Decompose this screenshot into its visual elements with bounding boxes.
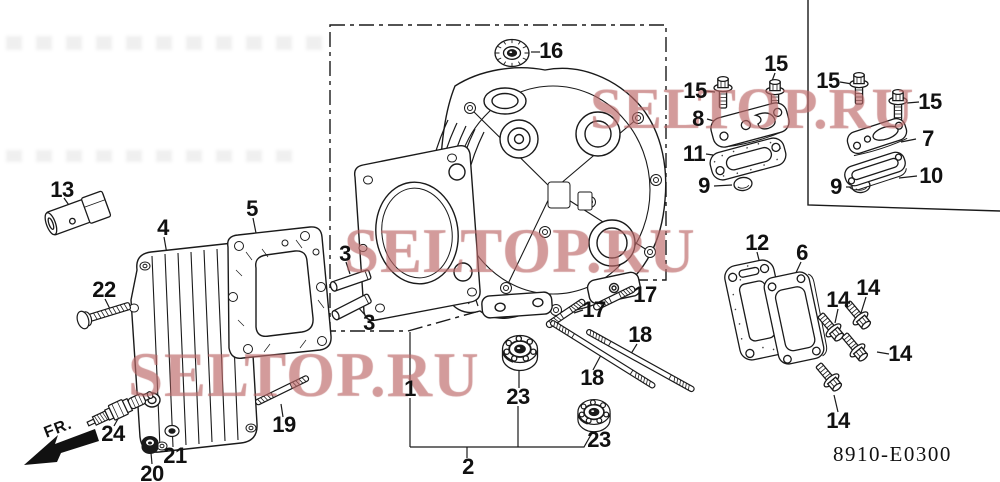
part-callout-23-a: 23 [506,384,530,409]
part-23-bearing-a [501,334,539,372]
part-5-head-gasket-drawing [227,226,332,359]
part-callout-15-a: 15 [683,78,707,103]
part-callout-24: 24 [101,421,125,446]
part-callout-16: 16 [539,38,563,63]
part-20-nut-drawing [141,436,159,454]
cylinder-barrel-drawing [353,67,667,322]
part-callout-11: 11 [682,141,706,166]
part-callout-23-b: 23 [587,427,611,452]
part-callout-22: 22 [92,277,116,302]
part-callout-21: 21 [163,443,187,468]
part-11-gasket-drawing [709,137,787,181]
part-callout-7: 7 [922,126,934,151]
part-callout-3-a: 3 [339,241,351,266]
part-callout-14-c: 14 [888,341,912,366]
part-13-tube-drawing [44,190,112,236]
sub-assembly-box [807,0,1000,212]
ghost-print-artifact [6,150,306,162]
part-callout-12: 12 [745,230,769,255]
part-callout-15-b: 15 [764,51,788,76]
part-callout-20: 20 [140,461,164,482]
part-callout-8: 8 [692,106,704,131]
part-callout-6: 6 [796,240,808,265]
part-callout-14-a: 14 [826,287,850,312]
part-15-bolt-a [713,75,733,109]
part-callout-17-b: 17 [582,297,606,322]
ghost-print-artifact [6,36,324,50]
part-callout-2: 2 [462,454,474,479]
part-callout-4: 4 [157,215,169,240]
part-callout-9-a: 9 [698,173,710,198]
part-callout-15-d: 15 [918,89,942,114]
part-15-bolt-c [849,71,869,105]
part-callout-18-b: 18 [580,365,604,390]
part-callout-17-a: 17 [633,282,657,307]
part-14-bolt-d [810,358,847,396]
part-24-spark-plug-drawing [86,391,154,427]
part-callout-14-b: 14 [856,275,880,300]
part-callout-5: 5 [246,196,258,221]
part-8-plate-drawing [710,102,790,148]
part-16-oil-seal [494,38,530,68]
part-callout-9-b: 9 [830,174,842,199]
part-callout-1: 1 [404,376,416,401]
part-callout-14-d: 14 [826,408,850,433]
part-callout-13: 13 [50,177,74,202]
part-9-cap-a [732,175,754,193]
part-19-stud-drawing [255,375,310,406]
part-callout-3-b: 3 [363,310,375,335]
diagram-code-label: 8910-E0300 [833,442,952,466]
part-callout-19: 19 [272,412,296,437]
callout-bracket-lines [409,332,593,458]
part-callout-10: 10 [919,163,943,188]
part-callout-18-a: 18 [628,322,652,347]
part-6-plate-drawing [763,271,828,365]
part-7-plate-drawing [846,117,908,157]
part-15-bolt-d [888,88,908,122]
part-21-washer-drawing [164,424,180,438]
part-22-bolt-drawing [76,302,132,330]
part-callout-15-c: 15 [816,68,840,93]
part-10-gasket-drawing [844,151,907,191]
fr-direction-arrow [24,429,99,465]
